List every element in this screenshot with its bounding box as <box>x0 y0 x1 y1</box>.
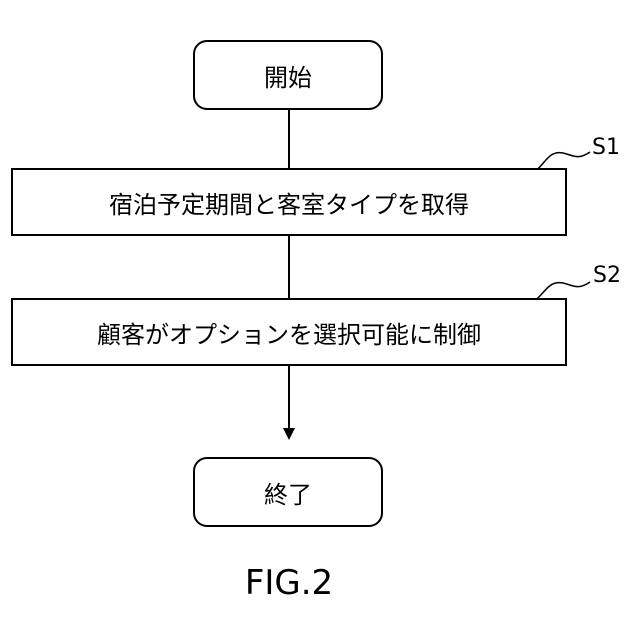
arrowhead-to-end <box>283 428 295 440</box>
start-label: 開始 <box>264 58 312 93</box>
start-terminal: 開始 <box>193 40 383 110</box>
step-s2-text: 顧客がオプションを選択可能に制御 <box>97 315 481 350</box>
process-step-s2: 顧客がオプションを選択可能に制御 <box>11 298 567 366</box>
end-label: 終了 <box>264 475 312 510</box>
step-id-s1: S1 <box>592 135 620 160</box>
step-id-s2: S2 <box>593 263 621 288</box>
figure-caption: FIG.2 <box>0 563 578 603</box>
process-step-s1: 宿泊予定期間と客室タイプを取得 <box>11 168 567 236</box>
step-s1-text: 宿泊予定期間と客室タイプを取得 <box>109 185 469 220</box>
end-terminal: 終了 <box>193 457 383 527</box>
